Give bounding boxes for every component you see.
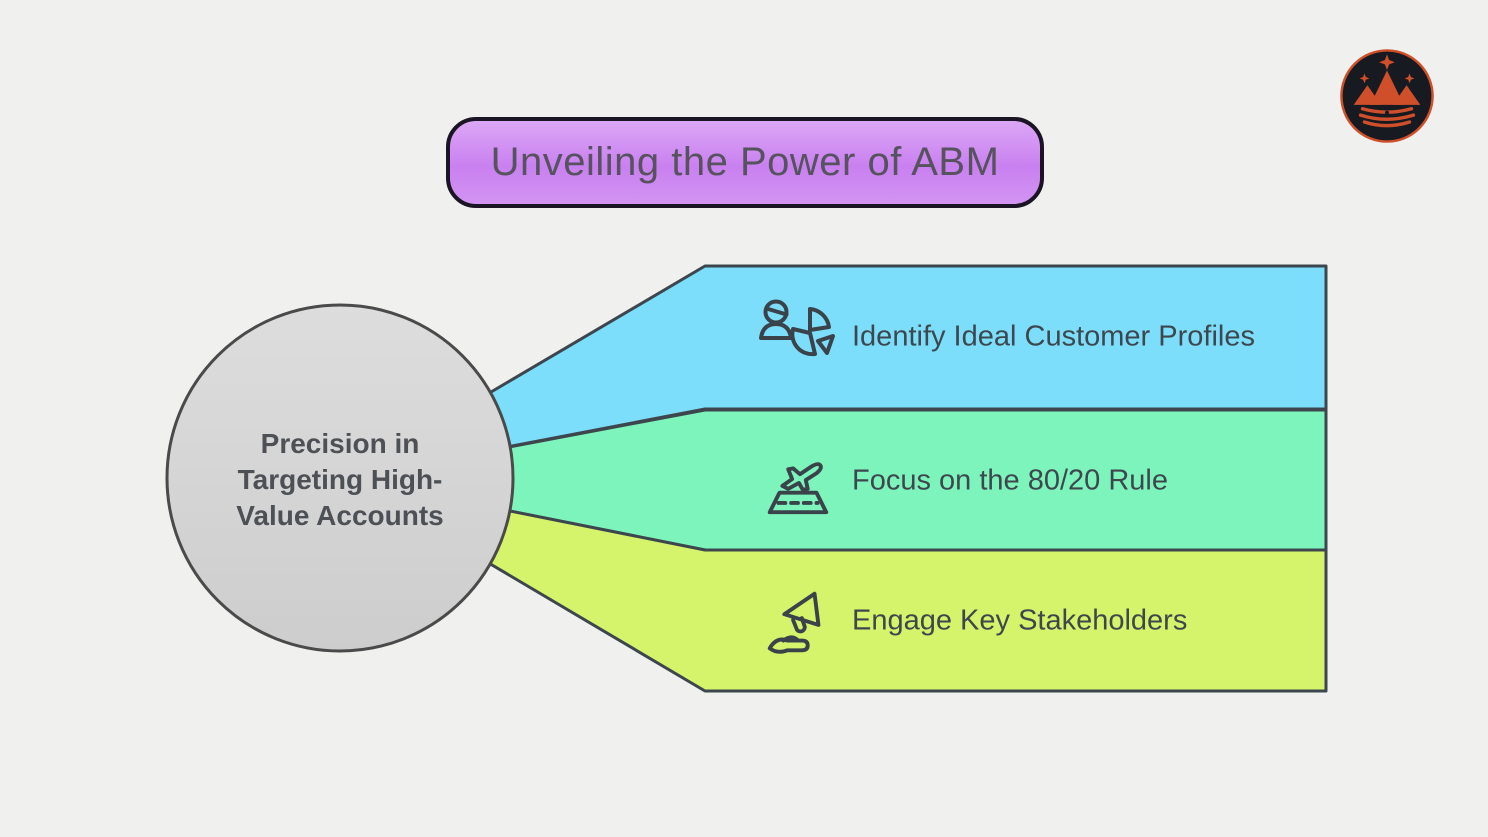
mountain-art-icon [1353,54,1421,105]
band-label-8020-rule: Focus on the 80/20 Rule [852,464,1168,497]
title-banner: Unveiling the Power of ABM [446,117,1044,208]
plane-takeoff-icon [758,443,836,521]
hub-title-line: Precision in [260,428,420,459]
band-label-engage-stakeholders: Engage Key Stakeholders [852,604,1188,637]
band-engage-stakeholders [343,476,1328,693]
megaphone-hand-icon [758,583,836,661]
person-pie-chart-icon [755,297,835,377]
mountain-crown-logo [1340,49,1434,143]
hub-title: Precision in Targeting High- Value Accou… [198,426,482,534]
hub-title-line: Targeting High- [237,464,443,495]
page-title: Unveiling the Power of ABM [490,140,1000,184]
hub-circle [165,303,515,653]
hub-title-line: Value Accounts [236,500,444,531]
band-label-identify-icp: Identify Ideal Customer Profiles [852,320,1255,353]
